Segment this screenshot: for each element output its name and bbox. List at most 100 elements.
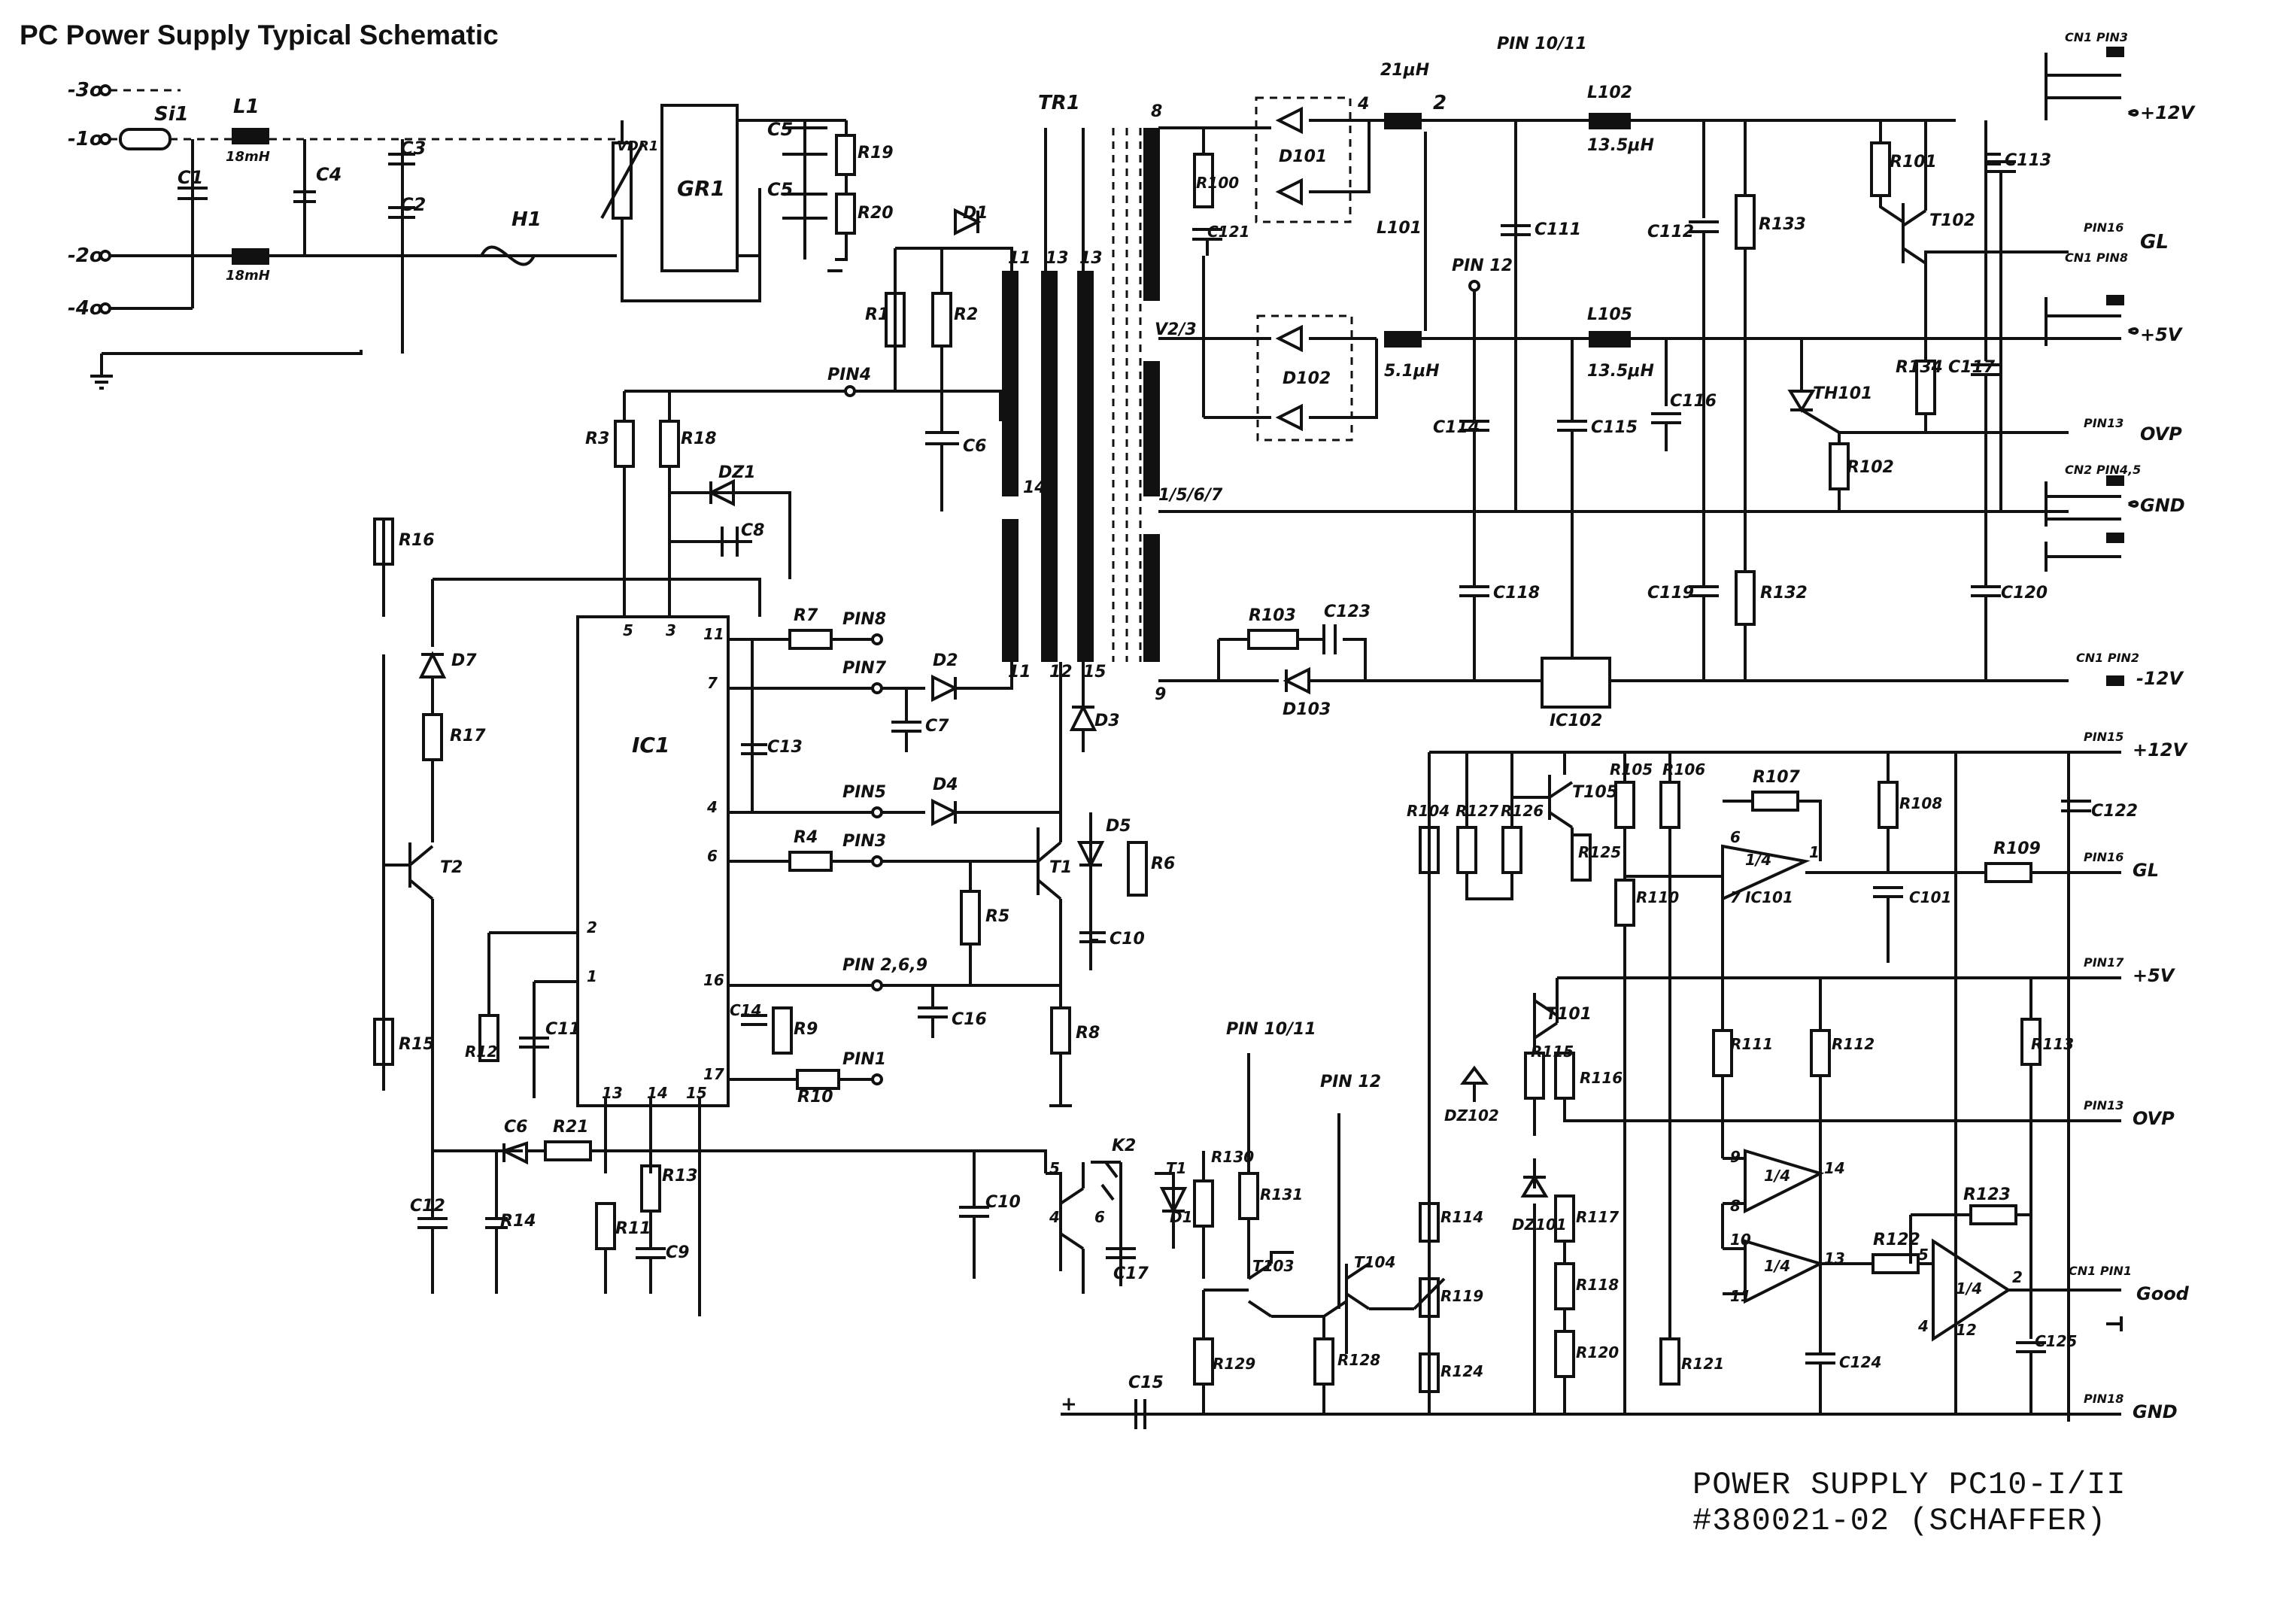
svg-text:OVP: OVP	[2133, 1108, 2175, 1129]
bridge-gr1	[660, 104, 739, 272]
svg-text:R10: R10	[797, 1088, 833, 1106]
svg-text:R126: R126	[1501, 802, 1544, 820]
svg-text:D1: D1	[1170, 1208, 1193, 1226]
svg-text:T2: T2	[440, 858, 463, 877]
svg-text:R105: R105	[1610, 760, 1653, 779]
svg-text:+12V: +12V	[2140, 102, 2196, 123]
svg-text:13: 13	[1046, 249, 1069, 268]
svg-text:CN1 PIN3: CN1 PIN3	[2065, 30, 2128, 44]
svg-text:C120: C120	[2001, 584, 2048, 603]
svg-text:4: 4	[1049, 1208, 1060, 1226]
svg-text:R6: R6	[1151, 854, 1175, 873]
svg-text:C14: C14	[730, 1001, 762, 1019]
svg-text:PIN 12: PIN 12	[1452, 257, 1513, 275]
terminal-label: -4o	[68, 297, 103, 320]
svg-text:C5: C5	[767, 179, 793, 200]
svg-text:L101: L101	[1377, 219, 1422, 238]
svg-text:C10: C10	[985, 1193, 1021, 1212]
svg-text:C1: C1	[178, 167, 203, 188]
svg-text:R108: R108	[1899, 794, 1942, 812]
svg-text:2: 2	[587, 918, 597, 936]
svg-text:PIN3: PIN3	[842, 832, 886, 851]
transformer-tr1: TR1 11 13 13 11 12 15 14 8 V2/3 1/5/6/7 …	[1002, 92, 1223, 704]
svg-text:R18: R18	[681, 430, 717, 448]
svg-text:PIN15: PIN15	[2084, 730, 2123, 744]
svg-text:C6: C6	[963, 437, 986, 456]
svg-text:R3: R3	[585, 430, 609, 448]
svg-text:PIN 2,6,9: PIN 2,6,9	[842, 956, 927, 975]
svg-text:TR1: TR1	[1038, 92, 1080, 114]
svg-text:R121: R121	[1681, 1355, 1724, 1373]
svg-text:CN1 PIN2: CN1 PIN2	[2076, 651, 2139, 665]
svg-text:PIN16: PIN16	[2084, 850, 2123, 864]
svg-text:R132: R132	[1760, 584, 1808, 603]
svg-text:4: 4	[1357, 95, 1369, 114]
svg-text:C12: C12	[410, 1197, 445, 1216]
svg-text:R15: R15	[399, 1035, 435, 1054]
output-regulation: R101 T102 R134 TH101 R102 C117 C120 C113	[1787, 30, 2196, 689]
svg-text:R2: R2	[954, 305, 978, 324]
svg-text:CN1 PIN1: CN1 PIN1	[2069, 1264, 2132, 1278]
svg-text:L105: L105	[1587, 305, 1632, 324]
svg-text:C9: C9	[666, 1243, 689, 1262]
svg-text:IC102: IC102	[1550, 712, 1602, 730]
svg-text:R4: R4	[794, 828, 818, 847]
svg-text:C122: C122	[2091, 802, 2138, 821]
svg-text:D103: D103	[1283, 700, 1331, 719]
svg-text:C3: C3	[400, 138, 426, 159]
svg-text:6: 6	[1094, 1208, 1105, 1226]
svg-text:1/4: 1/4	[1764, 1167, 1790, 1185]
inductor-l1	[232, 128, 269, 144]
svg-text:VDR1: VDR1	[617, 138, 658, 154]
svg-text:L1: L1	[233, 96, 260, 118]
svg-text:C101: C101	[1909, 888, 1951, 906]
svg-text:C115: C115	[1591, 418, 1638, 437]
svg-text:R9: R9	[794, 1020, 818, 1039]
svg-text:R119: R119	[1440, 1287, 1483, 1305]
svg-text:4: 4	[706, 798, 718, 816]
svg-text:+5V: +5V	[2133, 965, 2176, 986]
svg-text:PIN17: PIN17	[2084, 955, 2124, 970]
svg-text:R114: R114	[1440, 1208, 1483, 1226]
svg-text:18mH: 18mH	[226, 268, 270, 284]
svg-text:17: 17	[703, 1065, 724, 1083]
svg-text:TH101: TH101	[1813, 384, 1872, 403]
input-section: -3o -1o -2o -4o Si1 C1 L1 18mH 18mH C4 C…	[68, 79, 617, 390]
svg-text:Good: Good	[2136, 1283, 2190, 1304]
svg-text:6: 6	[1730, 828, 1741, 846]
svg-text:R116: R116	[1580, 1069, 1623, 1087]
svg-text:PIN 10/11: PIN 10/11	[1497, 35, 1587, 53]
svg-text:PIN5: PIN5	[842, 783, 886, 802]
inductor-l1-b	[232, 248, 269, 265]
resistor-r19	[835, 134, 856, 176]
svg-text:+12V: +12V	[2133, 739, 2189, 760]
svg-text:D3: D3	[1094, 712, 1120, 730]
svg-text:1/4: 1/4	[1956, 1279, 1982, 1298]
svg-text:H1: H1	[512, 208, 542, 231]
svg-text:D4: D4	[933, 776, 958, 794]
svg-text:+5V: +5V	[2140, 324, 2184, 345]
svg-text:11: 11	[703, 625, 724, 643]
svg-text:PIN1: PIN1	[842, 1050, 886, 1069]
svg-text:C2: C2	[400, 194, 426, 215]
svg-text:D1: D1	[963, 204, 988, 223]
svg-text:12: 12	[1956, 1321, 1977, 1339]
svg-text:R106: R106	[1662, 760, 1705, 779]
svg-text:T1: T1	[1166, 1159, 1187, 1177]
svg-text:R104: R104	[1407, 802, 1450, 820]
svg-text:21μH: 21μH	[1380, 61, 1429, 80]
svg-text:C13: C13	[767, 738, 803, 757]
svg-text:1/5/6/7: 1/5/6/7	[1158, 486, 1223, 505]
svg-text:R125: R125	[1578, 843, 1621, 861]
svg-text:7: 7	[1730, 888, 1741, 906]
svg-text:C123: C123	[1324, 603, 1371, 621]
svg-text:C5: C5	[767, 119, 793, 140]
svg-text:R131: R131	[1260, 1185, 1303, 1204]
svg-text:C112: C112	[1647, 223, 1694, 241]
svg-text:R5: R5	[985, 907, 1009, 926]
ic-ic1	[576, 615, 730, 1107]
secondary-rectifiers: R100 C121 D101 21μH 4 2 L101 D102 5.1μH …	[1158, 35, 2069, 730]
svg-text:R122: R122	[1873, 1231, 1920, 1249]
page-title: PC Power Supply Typical Schematic	[20, 20, 499, 50]
svg-text:R133: R133	[1759, 215, 1806, 234]
